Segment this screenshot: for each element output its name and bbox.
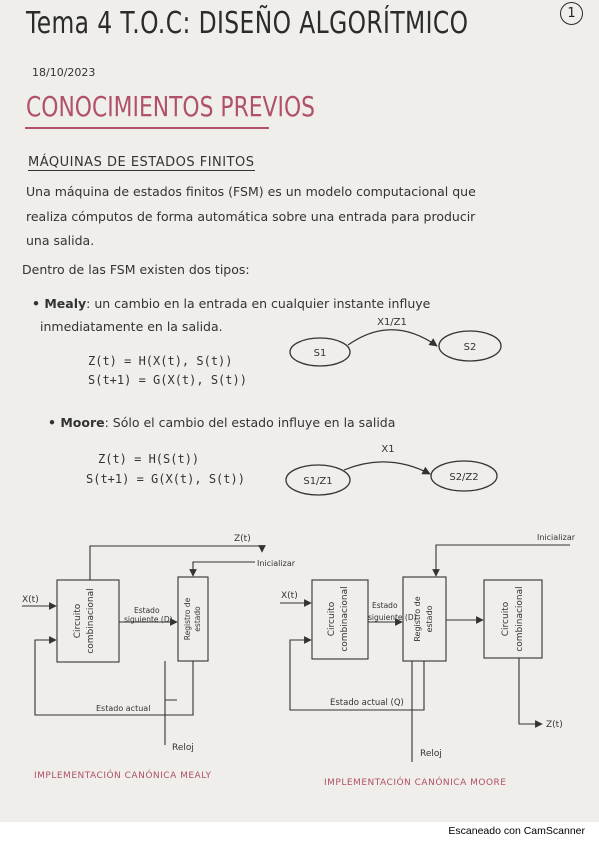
date: 18/10/2023 — [32, 66, 96, 79]
mealy-comb-label-2: combinacional — [86, 588, 96, 653]
mealy-output-line — [89, 545, 266, 580]
moore-bullet: • Moore — [48, 415, 105, 430]
mealy-state-s2-label: S2 — [464, 342, 477, 353]
page-number: 1 — [560, 2, 583, 25]
mealy-state-s1 — [289, 337, 351, 367]
moore-state-s1-label: S1/Z1 — [303, 476, 332, 487]
moore-transition-arrow — [343, 461, 431, 475]
moore-caption: IMPLEMENTACIÓN CANÓNICA MOORE — [324, 778, 507, 788]
mealy-register-label-2: estado — [193, 606, 202, 632]
mealy-text-line1: : un cambio en la entrada en cualquier i… — [86, 296, 431, 311]
mealy-feedback-line — [34, 636, 194, 716]
mealy-transition-label: X1/Z1 — [377, 317, 407, 328]
mealy-caption: IMPLEMENTACIÓN CANÓNICA MEALY — [34, 771, 212, 781]
mealy-output-label: Z(t) — [234, 534, 251, 544]
mealy-state-s2 — [438, 330, 502, 362]
mealy-clock-label: Reloj — [172, 743, 194, 753]
moore-register-label-1: Registro de — [413, 596, 422, 641]
intro-line-1: Una máquina de estados finitos (FSM) es … — [26, 184, 476, 199]
mealy-bullet: • Mealy — [32, 296, 87, 311]
moore-comb2-label-1: Circuito — [501, 601, 511, 636]
moore-eq-next-state: S(t+1) = G(X(t), S(t)) — [86, 472, 245, 486]
mealy-init-arrow — [189, 561, 255, 577]
camscanner-footer: Escaneado con CamScanner — [448, 825, 585, 837]
mealy-next-state-label-1: Estado — [134, 606, 160, 615]
mealy-text-line2: inmediatamente en la salida. — [40, 319, 223, 334]
mealy-state-s1-label: S1 — [314, 348, 327, 359]
mealy-comb-block — [56, 579, 120, 663]
moore-input-label: X(t) — [281, 591, 298, 601]
moore-text: : Sólo el cambio del estado influye en l… — [104, 415, 396, 430]
moore-current-state-label: Estado actual (Q) — [330, 698, 404, 708]
mealy-register-label-1: Registro de — [183, 597, 192, 640]
moore-paragraph: • Moore: Sólo el cambio del estado influ… — [48, 415, 395, 430]
moore-output-arrow — [518, 658, 543, 728]
moore-comb1-label-1: Circuito — [327, 601, 337, 636]
mealy-eq-next-state: S(t+1) = G(X(t), S(t)) — [88, 373, 247, 387]
mealy-current-state-label: Estado actual — [96, 704, 150, 713]
moore-implementation-diagram — [280, 544, 570, 762]
moore-register-label-2: estado — [425, 605, 434, 632]
moore-state-s2-label: S2/Z2 — [449, 472, 478, 483]
intro-line-3: una salida. — [26, 233, 95, 248]
heading-underline — [25, 127, 269, 129]
moore-clock-label: Reloj — [420, 749, 442, 759]
moore-state-s1 — [285, 464, 351, 496]
moore-comb2-label-2: combinacional — [515, 586, 525, 651]
mealy-eq-output: Z(t) = H(X(t), S(t)) — [88, 354, 233, 368]
moore-comb-block-1 — [311, 579, 369, 660]
mealy-paragraph-line1: • Mealy: un cambio en la entrada en cual… — [32, 296, 430, 311]
moore-next-state-label-2: siguiente (D) — [368, 613, 417, 622]
moore-output-label: Z(t) — [546, 720, 563, 730]
moore-feedback-line — [289, 636, 425, 711]
page-title: Tema 4 T.O.C: DISEÑO ALGORÍTMICO — [26, 6, 469, 41]
mealy-next-state-label-2: siguiente (D) — [124, 615, 173, 624]
moore-init-arrow — [432, 544, 570, 577]
moore-state-diagram: S1/Z1 S2/Z2 X1 — [285, 444, 498, 496]
mealy-clock-arrow — [164, 699, 177, 745]
intro-line-2: realiza cómputos de forma automática sob… — [26, 209, 476, 224]
moore-comb1-label-2: combinacional — [340, 586, 350, 651]
moore-init-label: Inicializar — [537, 533, 576, 542]
moore-comb-block-2 — [483, 579, 543, 659]
mealy-state-diagram: S1 S2 X1/Z1 — [289, 317, 502, 367]
scanned-page: 1 Tema 4 T.O.C: DISEÑO ALGORÍTMICO 18/10… — [0, 0, 599, 822]
mealy-implementation-diagram — [22, 545, 266, 745]
mealy-input-label: X(t) — [22, 595, 39, 605]
moore-eq-output: Z(t) = H(S(t)) — [98, 452, 200, 466]
mealy-transition-arrow — [347, 329, 438, 347]
mealy-init-label: Inicializar — [257, 559, 296, 568]
mealy-comb-label-1: Circuito — [73, 603, 83, 638]
moore-state-s2 — [430, 460, 498, 492]
moore-transition-label: X1 — [381, 444, 394, 455]
moore-next-state-label-1: Estado — [372, 601, 398, 610]
diagrams: S1 S2 X1/Z1 S1/Z1 S2/Z2 X1 — [22, 317, 576, 762]
subheading: MÁQUINAS DE ESTADOS FINITOS — [28, 155, 255, 171]
section-heading: CONOCIMIENTOS PREVIOS — [26, 90, 316, 123]
types-line: Dentro de las FSM existen dos tipos: — [22, 262, 250, 277]
